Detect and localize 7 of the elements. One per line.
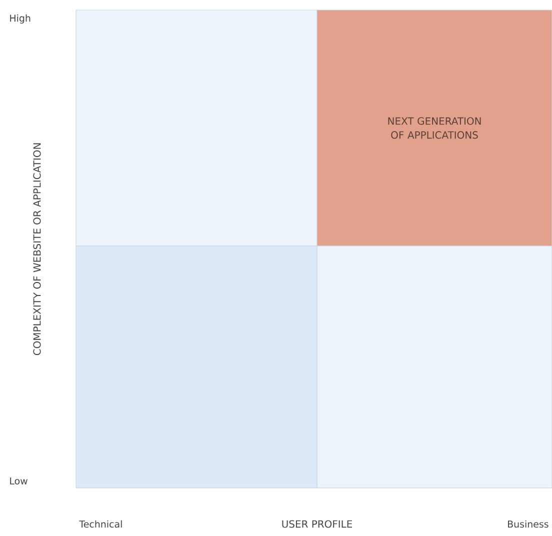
quadrant: NEXT GENERATION OF APPLICATIONS	[316, 10, 552, 246]
axis-title: COMPLEXITY OF WEBSITE OR APPLICATION	[33, 143, 41, 356]
axis-title: USER PROFILE	[282, 520, 352, 528]
axis-value: Business	[508, 520, 548, 528]
axis-value: Technical	[79, 520, 122, 528]
axis-value: High	[10, 14, 30, 24]
axis-value: Low	[10, 477, 28, 484]
